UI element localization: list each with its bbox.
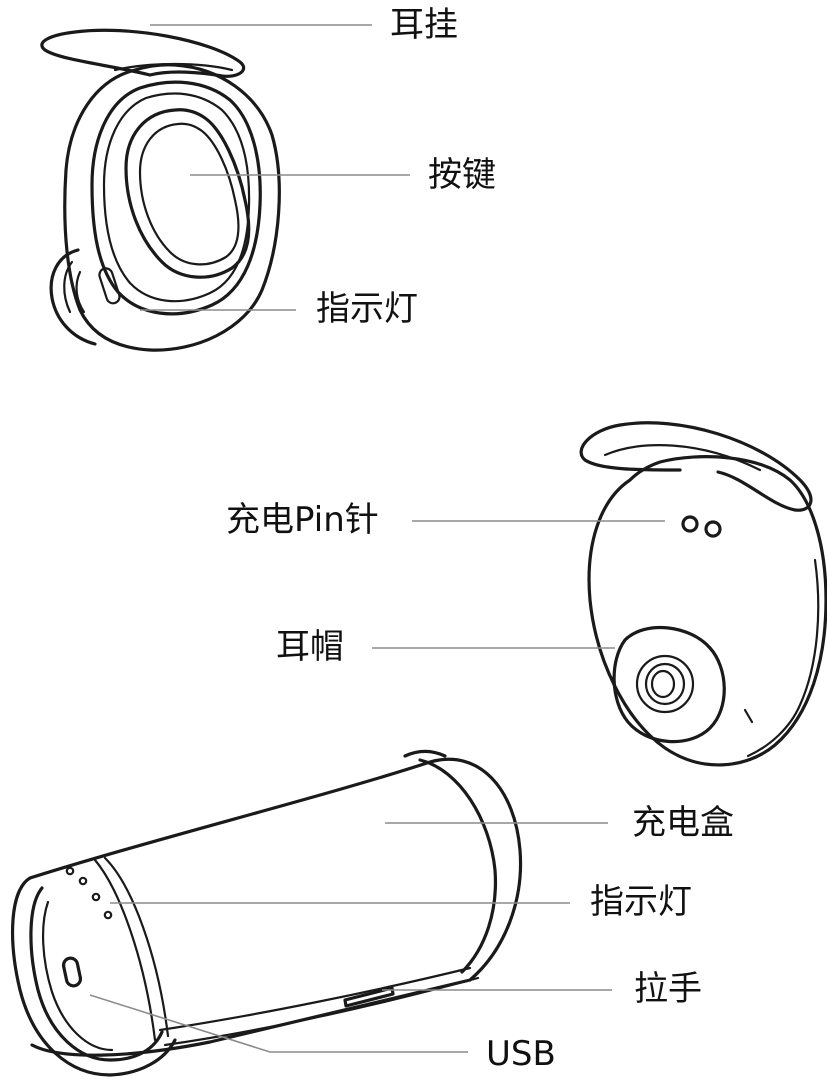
case-indicator-label: 指示灯 <box>590 882 692 922</box>
charging-case-label: 充电盒 <box>632 803 734 843</box>
ear-hook-label: 耳挂 <box>390 5 458 45</box>
leader-lines <box>89 24 665 1053</box>
earbud-back-illustration <box>579 421 827 767</box>
usb-label: USB <box>486 1034 556 1074</box>
button-label: 按键 <box>428 155 496 195</box>
charging-pins-label: 充电Pin针 <box>226 500 379 540</box>
charging-case-illustration <box>10 749 523 1077</box>
pull-tab-label: 拉手 <box>634 969 702 1009</box>
earbud-front-illustration <box>40 28 281 352</box>
ear-cap-label: 耳帽 <box>276 627 344 667</box>
earbud-indicator-label: 指示灯 <box>316 289 418 329</box>
